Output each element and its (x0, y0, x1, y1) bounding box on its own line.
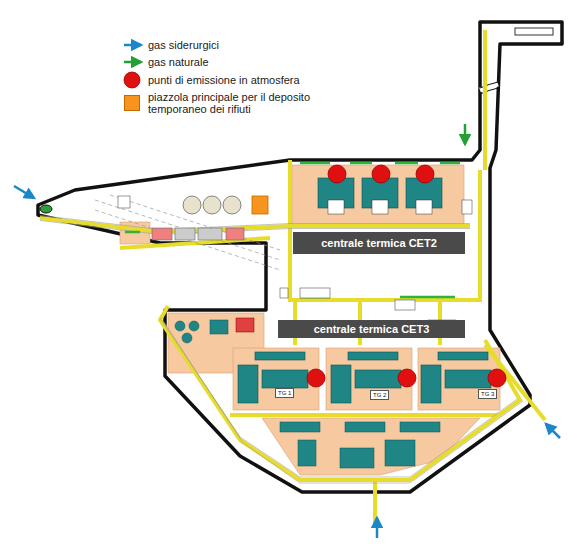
green-fences (125, 163, 460, 297)
band-label: centrale termica CET2 (321, 237, 437, 249)
emission-points (307, 165, 506, 387)
blue-arrow-sample (124, 44, 141, 47)
turbines (238, 352, 491, 403)
gas-arrows (14, 124, 560, 538)
plant-band: centrale termica CET3 (278, 320, 465, 338)
plant-zones (120, 165, 500, 475)
plant-band: centrale termica CET2 (293, 232, 465, 254)
rail-lines (95, 195, 280, 270)
cet3-equipment (175, 320, 228, 343)
red-dot-sample (124, 72, 140, 88)
green-arrow-sample (124, 61, 141, 64)
legend-samples (124, 45, 141, 88)
turbine-label: TG 1 (275, 388, 294, 398)
turbine-label: TG 3 (478, 389, 497, 399)
legend-text: gas siderurgici (148, 39, 408, 51)
legend-text: punti di emissione in atmosfera (148, 74, 408, 86)
site-outline (38, 22, 562, 492)
tanks-and-buildings (118, 196, 456, 334)
waste-area (252, 196, 268, 214)
legend-swatch (124, 95, 140, 111)
lower-equipment (280, 422, 440, 468)
roads (40, 30, 545, 525)
band-label: centrale termica CET3 (314, 323, 430, 335)
road-edges (40, 216, 523, 484)
legend-text: gas naturale (148, 56, 408, 68)
legend-text: piazzola principale per il deposito temp… (148, 91, 323, 115)
boilers (318, 178, 472, 214)
turbine-label: TG 2 (370, 390, 389, 400)
